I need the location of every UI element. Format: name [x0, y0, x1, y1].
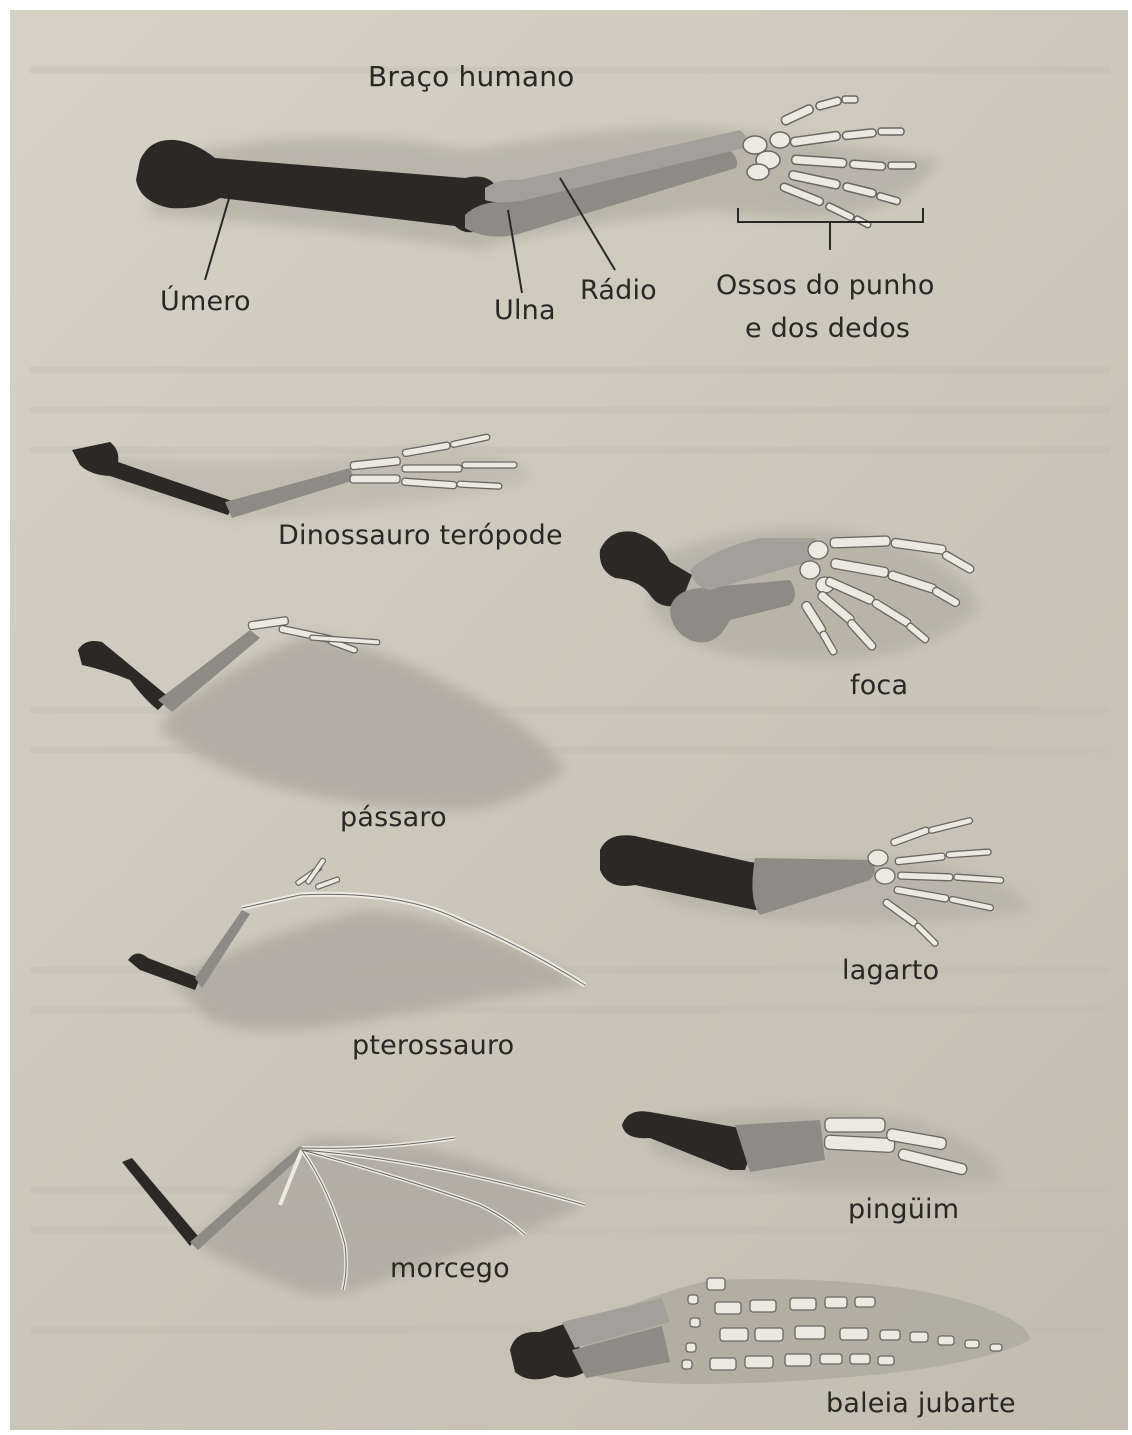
label-ossos-line2: e dos dedos [745, 313, 910, 344]
homologous-limbs-illustration [10, 10, 1128, 1430]
label-pinguim: pingüim [848, 1194, 959, 1225]
human-arm [136, 96, 940, 293]
label-baleia: baleia jubarte [826, 1388, 1016, 1419]
label-pterossauro: pterossauro [352, 1030, 514, 1061]
label-dinossauro: Dinossauro terópode [278, 520, 563, 551]
whale-flipper [510, 1278, 1030, 1384]
diagram-title: Braço humano [368, 60, 575, 93]
pterosaur-claws [295, 857, 340, 889]
seal-humerus [600, 531, 692, 606]
seal-flipper [600, 529, 980, 662]
label-umero: Úmero [160, 286, 251, 317]
lizard-limb [600, 817, 1030, 947]
label-passaro: pássaro [340, 802, 447, 833]
penguin-flipper [622, 1110, 1000, 1187]
label-radio: Rádio [580, 275, 657, 306]
label-ulna: Ulna [494, 295, 556, 326]
label-morcego: morcego [390, 1253, 510, 1284]
label-ossos-line1: Ossos do punho [716, 270, 935, 301]
pterosaur-wing [128, 857, 585, 1030]
bat-wing [122, 1137, 585, 1295]
book-page: Braço humano Úmero Ulna Rádio Ossos do p… [10, 10, 1128, 1430]
bird-humerus [78, 641, 170, 710]
label-lagarto: lagarto [842, 955, 939, 986]
label-foca: foca [850, 670, 908, 701]
